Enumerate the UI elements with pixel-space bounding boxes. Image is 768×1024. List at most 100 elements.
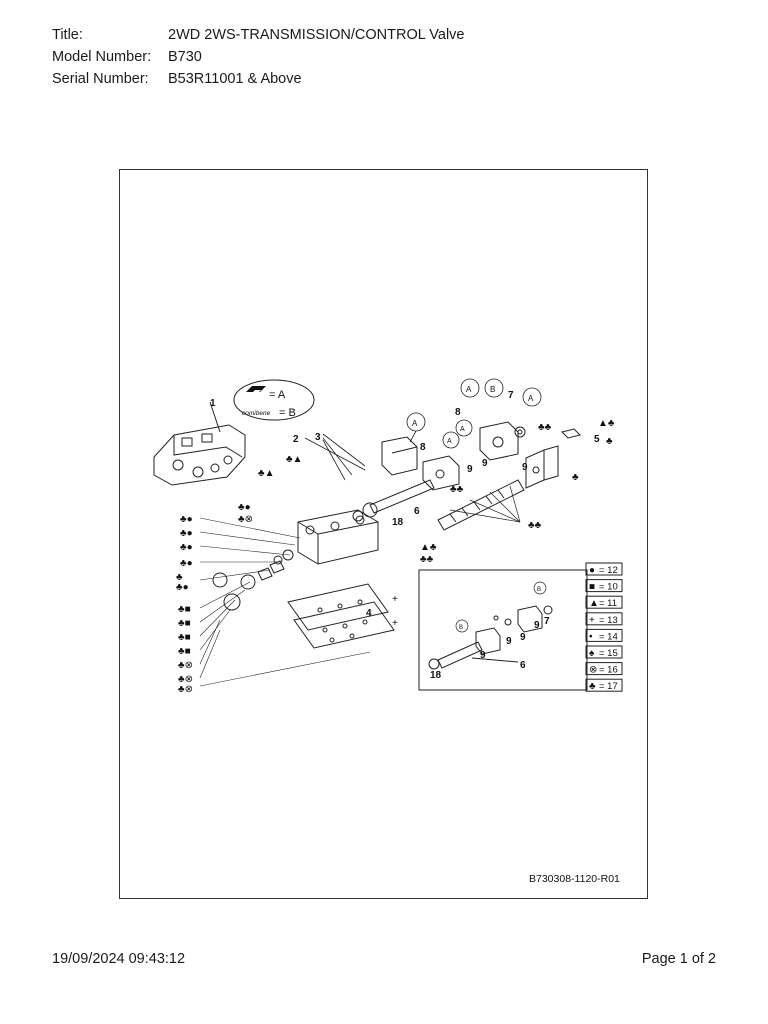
print-timestamp: 19/09/2024 09:43:12	[52, 951, 186, 967]
legend-symbol: ⊗	[589, 665, 597, 676]
svg-text:♣⊗: ♣⊗	[178, 660, 193, 671]
solenoid-8-part	[422, 455, 460, 491]
svg-text:♣♣: ♣♣	[538, 422, 552, 433]
serial-label: Serial Number:	[52, 71, 149, 87]
callout-9-c: 9	[522, 462, 528, 473]
serial-row: Serial Number: B53R11001 & Above	[52, 70, 302, 88]
callout-b-1: B	[490, 385, 495, 394]
svg-text:♣: ♣	[176, 572, 183, 583]
svg-text:♣⊗: ♣⊗	[238, 514, 253, 525]
svg-text:♣■: ♣■	[178, 632, 191, 643]
exploded-parts-diagram: = A comibene = B 1 2 3 A 8	[153, 378, 623, 885]
legend-value: = 15	[599, 648, 618, 659]
legend-entry: • = 14	[585, 628, 623, 642]
leader-lines-fan	[449, 485, 521, 523]
inset-callout-9-b: 9	[506, 636, 512, 647]
svg-text:▲♣: ▲♣	[420, 542, 437, 553]
svg-text:♣●: ♣●	[238, 502, 251, 513]
title-label: Title:	[52, 27, 83, 43]
callout-5: 5	[594, 434, 600, 445]
solenoid-connector-part	[381, 436, 418, 476]
inset-callout-7: 7	[544, 616, 550, 627]
legend-value: = 12	[599, 565, 618, 576]
svg-text:♣▲: ♣▲	[286, 454, 302, 465]
callout-6: 6	[414, 506, 420, 517]
legend-value: = 17	[599, 681, 618, 692]
svg-text:♣♣: ♣♣	[450, 484, 464, 495]
legend-symbol: +	[589, 615, 595, 626]
callout-8-upper: 8	[455, 407, 461, 418]
inset-callout-6: 6	[520, 660, 526, 671]
callout-a-2: A	[447, 438, 452, 445]
left-symbol-leaders	[199, 517, 371, 687]
legend-symbol: ♠	[589, 648, 595, 659]
brand-b-logo: comibene	[242, 410, 271, 417]
svg-text:♣: ♣	[606, 436, 613, 447]
svg-text:+: +	[392, 618, 398, 629]
legend-value: = 14	[599, 631, 618, 642]
legend-entry: ■ = 10	[585, 579, 623, 593]
legend-symbol: ▲	[589, 598, 599, 609]
leader-lines-2-3	[304, 433, 366, 481]
legend-value: = 10	[599, 582, 618, 593]
svg-text:♣■: ♣■	[178, 604, 191, 615]
svg-text:♣▲: ♣▲	[258, 468, 274, 479]
legend-value: = 16	[599, 665, 618, 676]
svg-text:♣⊗: ♣⊗	[178, 674, 193, 685]
svg-text:♣♣: ♣♣	[528, 520, 542, 531]
callout-9-b: 9	[482, 458, 488, 469]
serial-value: B53R11001 & Above	[168, 71, 302, 87]
svg-text:♣●: ♣●	[180, 558, 193, 569]
inset-callout-9-a: 9	[480, 650, 486, 661]
drawing-code: B730308-1120-R01	[529, 873, 620, 885]
legend-entry: ♠ = 15	[585, 645, 623, 659]
legend-entry: ⊗= 16	[585, 662, 623, 676]
callout-9-a: 9	[467, 464, 473, 475]
misc-symbol-markers: ♣▲♣▲ ♣●♣⊗ ▲♣♣♣ ♣♣♣♣ ♣♣▲♣ ♣♣ ++	[238, 418, 615, 629]
callout-7: 7	[508, 390, 514, 401]
legend-entry: ♣= 17	[585, 678, 623, 692]
page-indicator: Page 1 of 2	[641, 951, 716, 967]
callout-a-1: A	[412, 419, 418, 428]
callout-2: 2	[293, 434, 299, 445]
svg-text:♣●: ♣●	[180, 542, 193, 553]
callout-8-lower: 8	[420, 442, 426, 453]
legend-symbol: ■	[589, 582, 595, 593]
legend-value: = 13	[599, 615, 618, 626]
main-valve-body	[212, 509, 379, 611]
svg-text:♣●: ♣●	[180, 528, 193, 539]
inset-spool-assembly	[428, 605, 553, 670]
brand-b-text: = B	[279, 407, 296, 419]
callout-4: 4	[366, 608, 372, 619]
inset-callout-9-c: 9	[520, 632, 526, 643]
parts-diagram-frame: = A comibene = B 1 2 3 A 8	[119, 169, 648, 899]
left-symbol-column: ♣●♣●♣● ♣●♣♣● ♣■♣■♣■ ♣■♣⊗♣⊗ ♣⊗	[176, 514, 193, 695]
model-row: Model Number:B730	[52, 48, 202, 66]
valve-housing-part	[153, 401, 246, 486]
legend-entry: ● = 12	[585, 562, 623, 576]
separator-plates-part-4	[287, 583, 395, 649]
legend-entry: + = 13	[585, 612, 623, 626]
symbol-legend: ●= 12■= 10▲= 11+= 13•= 14♠= 15⊗= 16♣= 17	[585, 562, 623, 692]
legend-symbol: ♣	[589, 681, 596, 692]
svg-text:♣■: ♣■	[178, 646, 191, 657]
legend-symbol: ●	[589, 565, 595, 576]
inset-callout-9-d: 9	[534, 620, 540, 631]
brand-a-logo	[246, 386, 266, 394]
callout-3: 3	[315, 432, 321, 443]
legend-symbol: •	[589, 631, 593, 642]
svg-text:♣: ♣	[572, 472, 579, 483]
callout-a-3: A	[460, 426, 465, 433]
inset-callout-b: B	[459, 625, 463, 631]
callout-a-4: A	[466, 385, 472, 394]
brand-a-text: = A	[269, 389, 286, 401]
inset-callout-18: 18	[430, 670, 442, 681]
svg-text:♣●: ♣●	[180, 514, 193, 525]
svg-text:♣♣: ♣♣	[420, 554, 434, 565]
legend-entry: ▲= 11	[585, 595, 623, 609]
callout-1: 1	[210, 398, 216, 409]
callout-a-5: A	[528, 394, 534, 403]
svg-text:▲♣: ▲♣	[598, 418, 615, 429]
svg-text:+: +	[392, 594, 398, 605]
cover-plate-part-5	[525, 428, 581, 489]
